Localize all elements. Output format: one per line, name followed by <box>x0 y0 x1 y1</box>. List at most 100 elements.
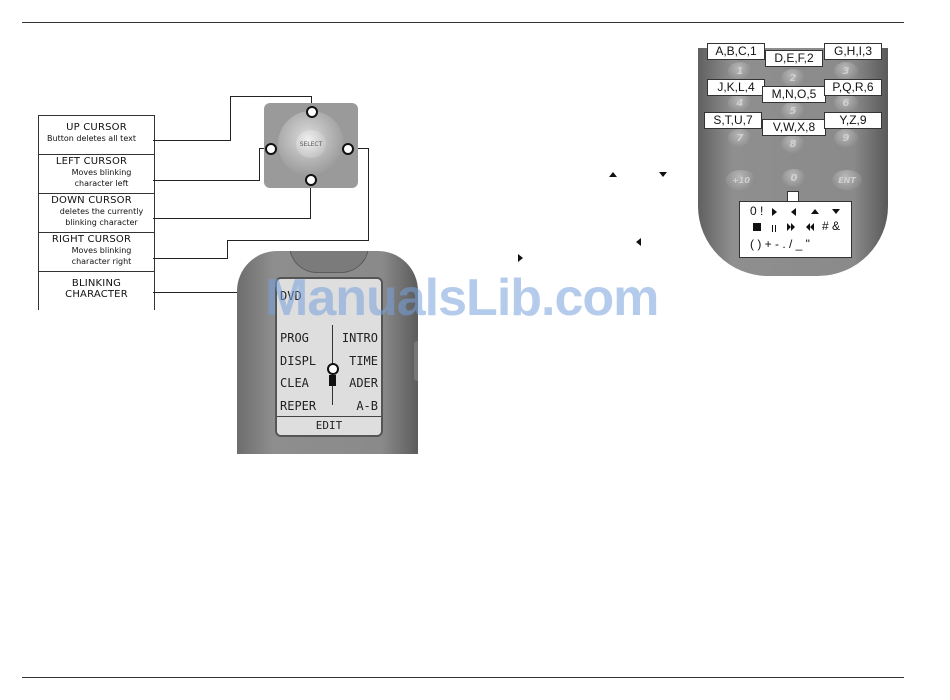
stop-icon <box>753 223 761 231</box>
label-left-cursor: LEFT CURSOR Moves blinking character lef… <box>38 154 155 193</box>
connector-up-h2 <box>230 96 312 97</box>
connector-blink-h <box>153 292 313 293</box>
left-cursor-dot <box>265 143 277 155</box>
blinking-character-dot <box>327 363 339 375</box>
label-title-line2: CHARACTER <box>65 289 128 300</box>
key-7[interactable]: 7 <box>728 129 752 147</box>
right-arrow-icon <box>518 254 523 262</box>
left-arrow-icon <box>636 238 641 246</box>
label-sub: deletes the currently <box>59 207 144 216</box>
fast-forward-icon <box>787 223 791 231</box>
down-cursor-dot <box>305 174 317 186</box>
left-arrow-icon <box>791 208 796 216</box>
label-sub: Moves blinking <box>71 246 132 255</box>
key-tag-5: M,N,O,5 <box>762 86 826 103</box>
label-blinking-character: BLINKING CHARACTER <box>38 271 155 310</box>
screen-cell: REPER <box>280 399 317 413</box>
label-title: LEFT CURSOR <box>55 156 128 167</box>
connector-right-h3 <box>352 148 369 149</box>
connector-right-v2 <box>368 148 369 241</box>
label-title: RIGHT CURSOR <box>51 234 132 245</box>
connector-left-h2 <box>259 148 268 149</box>
connector-right-h2 <box>227 240 369 241</box>
connector-up-h1 <box>153 140 230 141</box>
connector-left-h1 <box>153 180 259 181</box>
connector-down-h1 <box>153 218 311 219</box>
symbol-text: # & <box>822 219 841 233</box>
down-arrow-icon <box>659 172 667 177</box>
label-sub: blinking character <box>65 218 138 227</box>
connector-down-v <box>310 186 311 219</box>
screen-cell: A-B <box>356 399 378 413</box>
screen-top-label: DVD <box>280 289 302 303</box>
rewind-icon <box>806 223 810 231</box>
connector-left-v <box>259 148 260 181</box>
up-arrow-icon <box>811 209 819 214</box>
symbol-text: 0 ! <box>750 204 764 218</box>
label-title: DOWN CURSOR <box>51 195 132 206</box>
screen-row: REPER A-B <box>280 399 378 415</box>
play-icon <box>772 208 777 216</box>
watermark: ManualsLib.com <box>265 269 659 327</box>
key-tag-2: D,E,F,2 <box>765 50 823 67</box>
label-title: BLINKING <box>71 278 122 289</box>
key-plus-10[interactable]: +10 <box>726 170 756 190</box>
fast-forward-icon-b <box>791 223 795 231</box>
connector-right-h1 <box>153 258 228 259</box>
label-sub: character left <box>74 179 129 188</box>
rewind-icon-b <box>810 223 814 231</box>
key-0[interactable]: 0 <box>782 169 806 187</box>
symbol-row-3: ( ) + - . / _ " <box>750 237 810 251</box>
label-sub: character right <box>71 257 132 266</box>
screen-cell: DISPL <box>280 354 317 368</box>
key-tag-1: A,B,C,1 <box>707 43 765 60</box>
label-down-cursor: DOWN CURSOR deletes the currently blinki… <box>38 193 155 232</box>
screen-row: CLEA ADER <box>280 376 378 392</box>
screen-cell: ADER <box>349 376 378 390</box>
pause-icon <box>772 225 773 232</box>
screen-row: DVD <box>280 289 378 305</box>
select-button[interactable]: SELECT <box>296 130 326 158</box>
key-3[interactable]: 3 <box>834 62 858 80</box>
key-tag-8: V,W,X,8 <box>762 119 826 136</box>
label-right-cursor: RIGHT CURSOR Moves blinking character ri… <box>38 232 155 271</box>
key-8[interactable]: 8 <box>781 135 805 153</box>
symbol-row-2: # & <box>822 219 840 233</box>
key-1[interactable]: 1 <box>728 62 752 80</box>
label-up-cursor: UP CURSOR Button deletes all text <box>38 115 155 154</box>
key-tag-7: S,T,U,7 <box>704 112 762 129</box>
connector-up-v2 <box>311 96 312 108</box>
key-ent[interactable]: ENT <box>832 170 862 190</box>
screen-row: PROG INTRO <box>280 331 378 347</box>
key-4[interactable]: 4 <box>728 94 752 112</box>
key-tag-3: G,H,I,3 <box>824 43 882 60</box>
label-sub: Button deletes all text <box>47 134 136 143</box>
symbol-box-tab <box>787 191 799 202</box>
up-cursor-dot <box>306 106 318 118</box>
label-sub: Moves blinking <box>71 168 132 177</box>
symbol-row-1: 0 ! <box>750 204 763 218</box>
bottom-rule <box>22 677 904 678</box>
key-tag-4: J,K,L,4 <box>707 79 765 96</box>
key-tag-9: Y,Z,9 <box>824 112 882 129</box>
screen-cell: CLEA <box>280 376 309 390</box>
label-title: UP CURSOR <box>66 122 127 133</box>
symbol-box: 0 ! # & ( ) + - . / _ " <box>739 201 852 258</box>
screen-cell: INTRO <box>341 331 378 345</box>
key-tag-6: P,Q,R,6 <box>824 79 882 96</box>
blinking-cursor <box>329 375 336 386</box>
key-2[interactable]: 2 <box>781 69 805 87</box>
screen-cell: PROG <box>280 331 309 345</box>
side-button[interactable] <box>414 341 418 381</box>
symbol-text: ( ) + - . / _ " <box>750 237 810 251</box>
screen-cell: TIME <box>349 354 378 368</box>
key-5[interactable]: 5 <box>781 102 805 120</box>
connector-right-v1 <box>227 240 228 259</box>
key-9[interactable]: 9 <box>834 129 858 147</box>
down-arrow-icon <box>832 209 840 214</box>
right-cursor-dot <box>342 143 354 155</box>
key-6[interactable]: 6 <box>834 94 858 112</box>
top-rule <box>22 22 904 23</box>
connector-up-v <box>230 96 231 141</box>
screen-mode-label: EDIT <box>277 416 381 435</box>
